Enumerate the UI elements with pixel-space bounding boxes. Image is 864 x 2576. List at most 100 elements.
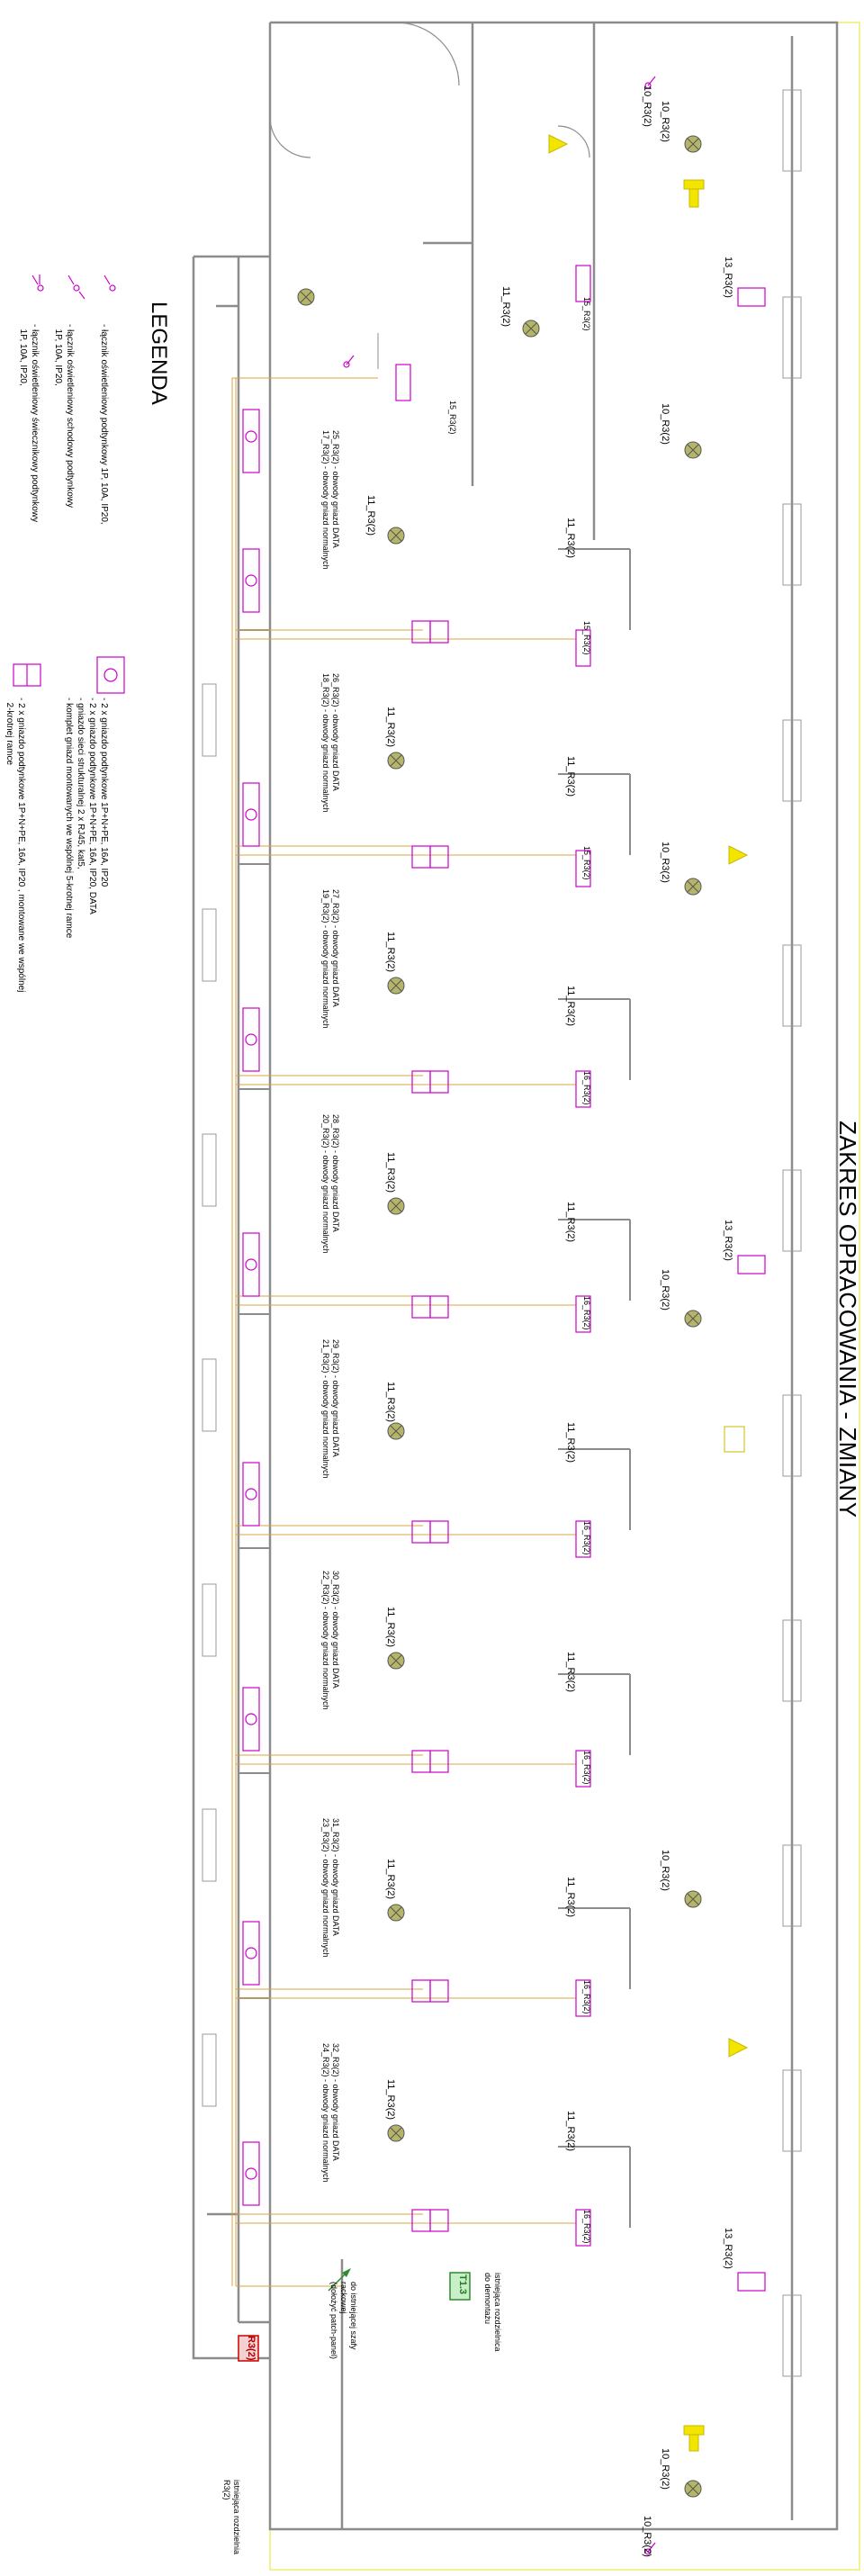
note-existing-switchgear: istniejąca rozdzielnia R3(2) [222,2480,241,2555]
panel-t13-label: T1.3 [457,2274,468,2295]
socket-combo-icon [411,1295,449,1319]
socket-combo-icon [242,1921,260,1986]
lamp-icon [684,1890,702,1908]
circuit-label: 11_R3(2) [385,1607,396,1648]
circuit-label: 16_R3(2) [582,2210,591,2244]
legend-item-2: - łącznik oświetleniowy schodowy podtynk… [53,324,75,508]
socket-combo-icon [242,1687,260,1752]
socket-double-icon [737,2272,766,2292]
circuit-label: 10_R3(2) [660,403,670,445]
lamp-icon [387,752,405,770]
circuit-description: 31_R3(2) - obwody gniazd DATA 23_R3(2) -… [321,1818,340,1958]
circuit-label: 15_R3(2) [582,297,591,331]
socket-combo-icon [242,2141,260,2206]
lamp-icon [684,1310,702,1328]
circuit-description: 26_R3(2) - obwody gniazd DATA 18_R3(2) -… [321,673,340,813]
circuit-label: 11_R3(2) [385,932,396,973]
socket-double-icon [575,1295,591,1333]
socket-combo-icon [411,845,449,869]
socket-combo-icon [411,620,449,644]
lamp-icon [522,320,540,338]
panel-r3-label: R3(2) [246,2336,256,2361]
socket-double-icon [575,1070,591,1108]
socket-combo-icon [411,1520,449,1544]
circuit-label: 10_R3(2) [642,2516,652,2557]
circuit-label: 11_R3(2) [365,495,376,536]
lamp-icon [387,1652,405,1670]
emergency-light-icon [683,179,705,208]
socket-combo-icon [242,548,260,613]
lamp-icon [297,288,315,306]
circuit-label: 15_R3(2) [582,621,591,655]
legend-item-1: - łącznik oświetleniowy podtynkowy 1P, 1… [99,324,109,525]
circuit-label: 10_R3(2) [642,86,652,127]
lamp-icon [684,135,702,153]
emergency-light-icon [548,134,569,154]
socket-combo-icon [242,1232,260,1297]
circuit-label: 10_R3(2) [660,842,670,883]
partitions [238,548,631,2228]
legend-item-4: - 2 x gniazdo podtynkowe 1P+N+PE, 16A, I… [64,698,109,939]
socket-combo-icon [411,2209,449,2232]
circuit-label: 11_R3(2) [385,1382,396,1423]
lamp-icon [387,977,405,995]
circuit-description: 28_R3(2) - obwody gniazd DATA 20_R3(2) -… [321,1114,340,1254]
socket-double-icon [575,629,591,667]
circuit-label: 10_R3(2) [660,1850,670,1891]
panel-t13-box [449,2272,471,2301]
circuit-description: 32_R3(2) - obwody gniazd DATA 24_R3(2) -… [321,2043,340,2183]
windows [202,89,802,2377]
circuit-label: 10_R3(2) [660,101,670,142]
switch-icon [343,355,355,368]
legend-heading: LEGENDA [147,302,171,405]
circuit-label: 11_R3(2) [565,756,576,797]
circuit-label: 11_R3(2) [565,1652,576,1693]
socket-combo-icon [242,1007,260,1072]
socket-double-icon [575,2209,591,2247]
lamp-icon [387,527,405,545]
socket-combo-icon [411,1070,449,1094]
circuit-description: 29_R3(2) - obwody gniazd DATA 21_R3(2) -… [321,1339,340,1479]
circuit-label: 11_R3(2) [565,1422,576,1464]
note-to-dismantle: istniejąca rozdzielnica do demontażu [483,2273,502,2352]
socket-double-icon [575,265,591,302]
circuit-description: 25_R3(2) - obwody gniazd DATA 17_R3(2) -… [321,430,340,570]
circuit-label: 13_R3(2) [723,257,734,298]
lamp-icon [387,1197,405,1215]
emergency-light-icon [683,2425,705,2452]
emergency-lights [548,134,749,2452]
circuit-label: 11_R3(2) [385,1859,396,1900]
circuit-label: 11_R3(2) [385,707,396,748]
circuit-label: 13_R3(2) [723,2228,734,2269]
circuit-label: 16_R3(2) [582,1751,591,1785]
switch-icon [644,76,656,89]
socket-double-icon [737,287,766,307]
socket-combo-icon [242,1462,260,1527]
socket-double-icon [575,1520,591,1558]
socket-double-icon [575,850,591,887]
socket-combo-icon [242,409,260,473]
emergency-light-icon [728,2038,749,2058]
circuit-label: 11_R3(2) [565,518,576,559]
switch-icon [644,2542,656,2555]
circuit-label: 11_R3(2) [385,2079,396,2121]
panel-r3-box [238,2335,259,2362]
socket-double-icon [395,364,411,401]
note-rack-cabinet: do istniejącej szafy rackowej (dołożyć p… [329,2282,358,2360]
circuit-label: 11_R3(2) [565,2111,576,2152]
circuit-label: 16_R3(2) [582,1296,591,1330]
socket-double-icon [737,1255,766,1274]
circuit-description: 30_R3(2) - obwody gniazd DATA 22_R3(2) -… [321,1571,340,1710]
lamps [297,135,702,2498]
circuit-label: 11_R3(2) [565,1202,576,1243]
circuit-label: 11_R3(2) [500,286,511,328]
circuit-label: 10_R3(2) [660,2448,670,2490]
lamp-icon [684,878,702,896]
drawing-title: ZAKRES OPRACOWANIA - ZMIANY [834,1121,861,1518]
legend-item-5: - 2 x gniazdo podtynkowe 1P+N+PE, 16A, I… [4,698,26,993]
circuit-label: 11_R3(2) [565,986,576,1027]
lamp-icon [684,441,702,459]
socket-combo-icon [411,1979,449,2003]
socket-combo-icon [242,782,260,847]
